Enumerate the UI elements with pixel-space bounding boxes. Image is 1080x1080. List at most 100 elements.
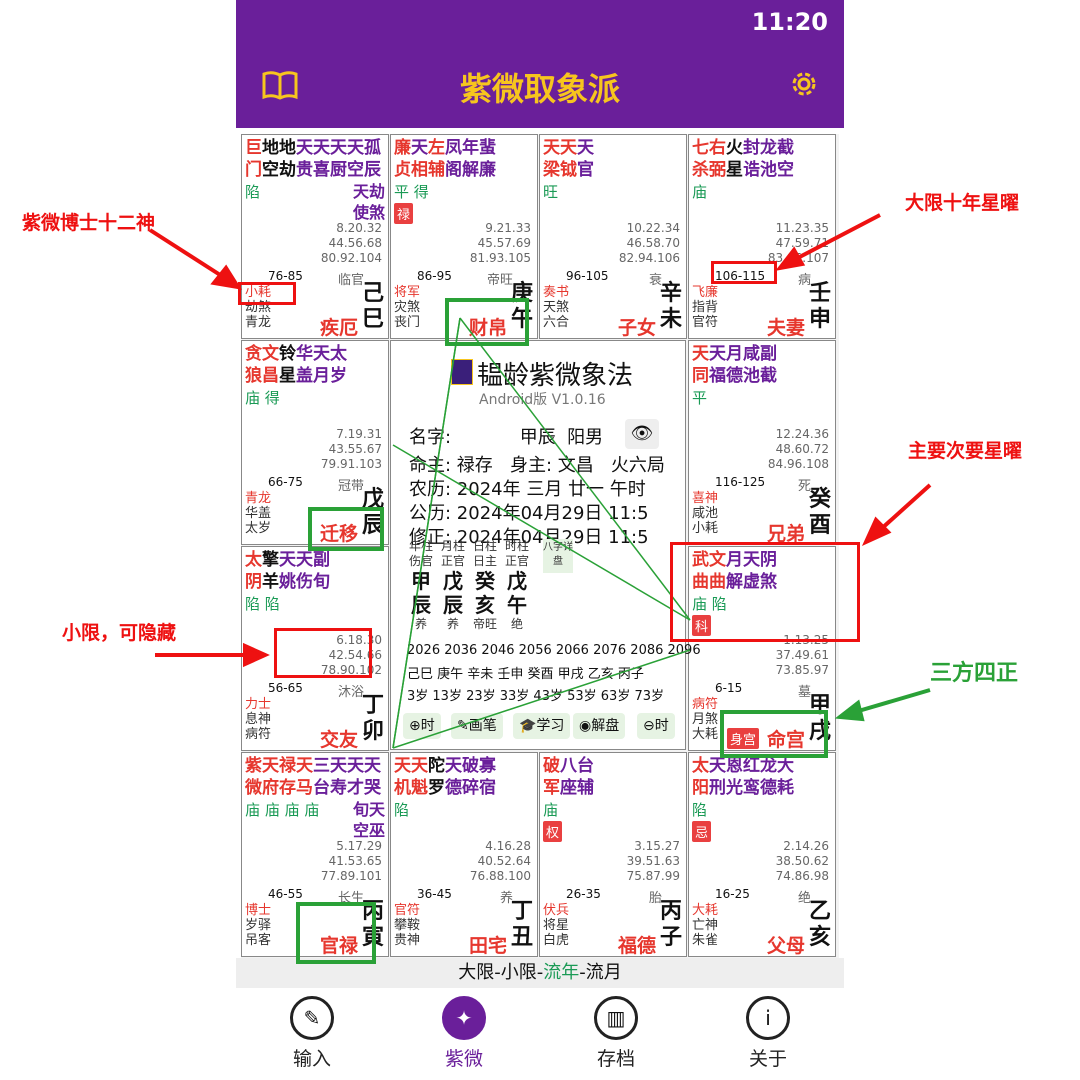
nav-item[interactable]: ▥存档 [566,996,666,1071]
star-list: 天天陀天破寡机魁罗德碎宿 [394,755,496,799]
star-name: 伤 [296,572,313,592]
god-name: 息神 [245,712,272,727]
star-list: 破八台军座辅 [543,755,594,799]
star-name: 寡 [479,756,496,776]
star-name: 弼 [709,160,726,180]
twelve-gods: 官符攀鞍贵神 [394,903,420,948]
brightness: 旺 [543,183,559,201]
twelve-gods: 力士息神病符 [245,697,271,742]
palace-name: 官禄 [319,935,358,957]
changsheng: 绝 [797,891,811,906]
star-name: 宿 [479,778,496,798]
decade-range: 56-65 [268,681,303,695]
star-list: 巨地地天天天天孤门空劫贵喜厨空辰 [245,137,381,181]
star-name: 空 [777,160,794,180]
god-name: 奏书 [543,285,570,300]
god-name: 朱雀 [692,933,719,948]
star-name: 台 [313,778,330,798]
star-name: 曲 [709,572,726,592]
analyze-button[interactable]: ◉解盘 [573,713,626,739]
bazi-detail-button[interactable]: 八字详盘 [543,539,573,573]
minus-time-button[interactable]: ⊖时 [637,713,675,739]
star-name: 德 [726,366,743,386]
star-name: 月 [313,366,330,386]
eye-icon[interactable]: 👁 [625,419,659,449]
star-row: 曲曲解虚煞 [692,571,777,593]
star-name: 地 [279,138,296,158]
highlight-box-decade [711,261,777,284]
star-name: 阳 [692,778,709,798]
star-row: 太天恩红龙大 [692,755,794,777]
star-row: 狼昌星盖月岁 [245,365,347,387]
star-name: 劫 [279,160,296,180]
star-name: 德 [445,778,462,798]
pillar-label: 年柱 [408,539,433,553]
star-name: 天 [709,344,726,364]
version-label: Android版 V1.0.16 [479,392,606,408]
star-name: 天 [330,138,347,158]
star-name: 太 [692,756,709,776]
star-row: 贞相辅阁解廉 [394,159,496,181]
decade-range: 96-105 [566,269,609,283]
star-name: 姚 [279,572,296,592]
god-name: 指背 [692,300,719,315]
pillar-label: 月柱 [440,539,465,553]
star-row: 紫天禄天三天天天 [245,755,381,777]
changsheng: 沐浴 [337,685,364,700]
star-name: 天 [313,344,330,364]
gear-icon[interactable] [788,68,820,100]
star-row: 天天陀天破寡 [394,755,496,777]
star-name: 天 [743,550,760,570]
nav-label: 存档 [596,1048,635,1070]
star-name: 天 [296,138,313,158]
god-name: 官符 [692,315,719,330]
ganzhi: 戊 辰 [361,487,384,538]
changsheng: 临官 [337,273,364,288]
learn-button[interactable]: 🎓学习 [513,713,571,739]
pillar-char: 午 [507,593,527,617]
star-name: 星 [726,160,743,180]
star-name: 辅 [428,160,445,180]
nav-item[interactable]: ✎输入 [262,996,362,1071]
star-name: 天 [296,756,313,776]
god-name: 大耗 [692,727,719,742]
palace-name: 田宅 [468,935,507,957]
nav-item[interactable]: ✦紫微 [414,996,514,1071]
pillar-label: 日柱 [472,539,497,553]
star-name: 文 [262,344,279,364]
star-row: 门空劫贵喜厨空辰 [245,159,381,181]
minor-limit-ages: 1.13.25 37.49.61 73.85.97 [775,633,829,677]
decade-range: 16-25 [715,887,750,901]
star-name: 昌 [262,366,279,386]
star-name: 鸾 [743,778,760,798]
pillar-state: 养 [414,617,427,631]
book-icon[interactable] [262,70,298,100]
star-name: 天 [543,138,560,158]
god-name: 喜神 [692,491,719,506]
palace-name: 财帛 [468,317,507,339]
ganzhi: 己 巳 [361,281,384,332]
highlight-box-minor-limit [274,628,372,678]
pillar-label: 正官 [440,554,465,568]
star-name: 喜 [313,160,330,180]
star-name: 贪 [245,344,262,364]
star-name: 文 [709,550,726,570]
star-name: 诰 [743,160,760,180]
god-name: 青龙 [245,491,272,506]
star-name: 太 [330,344,347,364]
star-name: 池 [760,160,777,180]
legend-note-a: 大限-小限- [458,962,544,983]
changsheng: 衰 [648,273,662,288]
